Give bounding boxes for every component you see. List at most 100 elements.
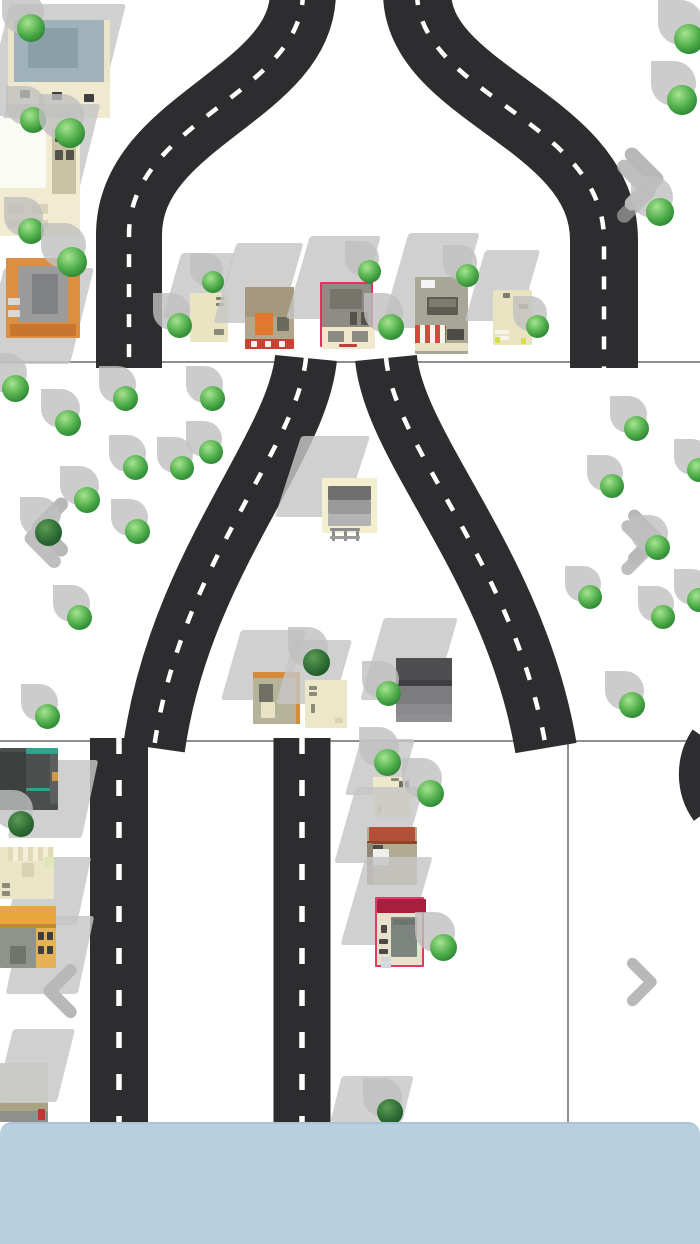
building-part [10, 946, 26, 964]
building-part [521, 338, 526, 344]
tree [122, 454, 148, 480]
building-part [47, 932, 53, 940]
building-part [396, 704, 452, 714]
tree-shadow [604, 671, 644, 711]
building-part [429, 299, 456, 307]
tree [202, 271, 224, 293]
building-part [8, 310, 20, 317]
building-truck-scaffold-building [322, 478, 377, 541]
tree-shadow [38, 94, 84, 139]
tree [20, 107, 46, 133]
building-part [339, 344, 357, 347]
tree-shadow [20, 683, 59, 721]
building-selected-crimson-building [375, 897, 426, 968]
tree-shadow [40, 389, 80, 429]
building-part [415, 343, 468, 351]
building-part [32, 220, 48, 228]
building-part [0, 1111, 48, 1122]
tree [578, 585, 602, 609]
building-part [405, 781, 409, 788]
tree-shadow [361, 660, 400, 698]
building-part [328, 486, 371, 500]
building-part [495, 336, 509, 340]
ground-shadow [330, 1076, 414, 1122]
tree-shadow [189, 253, 223, 287]
building-shadow [275, 640, 353, 704]
building-part [391, 917, 417, 957]
building-shop-striped-awning [415, 277, 468, 354]
building-part [38, 932, 44, 940]
building-part [52, 92, 62, 100]
tree [373, 748, 401, 776]
building-part [32, 204, 48, 214]
building-yellow-roof-building [0, 906, 56, 968]
building-part [26, 748, 58, 754]
tree [623, 415, 649, 441]
building-warehouse-khaki-orange [253, 672, 300, 724]
building-shadow [360, 618, 458, 700]
tree-shadow [512, 296, 548, 331]
building-shadow [0, 1029, 76, 1102]
page-left-chevron-icon[interactable] [24, 497, 72, 568]
tree-shadow [152, 292, 191, 330]
bottom-panel: START [0, 1122, 700, 1244]
building-part [371, 845, 383, 853]
building-orange-depot [6, 258, 80, 338]
building-part [20, 90, 30, 98]
building-part [352, 331, 368, 342]
tree-shadow [414, 911, 456, 953]
page-left-chevron-icon[interactable] [42, 962, 80, 1020]
tree-shadow [344, 241, 380, 276]
page-right-chevron-icon[interactable] [624, 957, 658, 1007]
tree-shadow [1, 0, 44, 34]
building-part [66, 150, 74, 160]
building-part [10, 324, 76, 336]
building-part [369, 827, 415, 843]
building-shadow [162, 253, 236, 318]
building-shadow [381, 233, 480, 328]
building-part [0, 1103, 48, 1111]
page-right-chevron-icon[interactable] [616, 147, 666, 223]
tree [8, 811, 34, 837]
road-segment [355, 353, 577, 754]
building-part [8, 82, 110, 118]
tree [651, 605, 675, 629]
building-part [330, 528, 360, 531]
tree-shadow [98, 365, 137, 403]
building-shadow [274, 436, 371, 517]
tree [55, 410, 81, 436]
building-part [379, 949, 388, 954]
building-shadow [213, 243, 304, 323]
building-part [214, 329, 224, 335]
building-part [367, 841, 417, 844]
building-part [261, 702, 275, 718]
tree-shadow [650, 61, 696, 106]
building-shadow [0, 104, 101, 236]
building-part [55, 150, 63, 160]
building-part [32, 274, 58, 314]
building-shop-cream-steps [493, 290, 532, 345]
building-part [309, 692, 317, 696]
tree-shadow [586, 454, 623, 491]
tree [66, 604, 92, 630]
building-shadow [6, 857, 92, 925]
building-part [393, 919, 415, 925]
building-part [296, 672, 300, 724]
building-warehouse-cream-ribbed [0, 847, 54, 899]
tree [302, 648, 330, 676]
building-part [26, 788, 50, 791]
building-shadow [464, 250, 541, 321]
tree [74, 487, 100, 513]
tree-shadow [637, 585, 674, 622]
tree [166, 312, 192, 338]
building-part [367, 843, 373, 885]
building-part [259, 684, 273, 702]
building-shop-brown-orange-door [245, 287, 294, 349]
page-right-chevron-icon[interactable] [621, 509, 664, 576]
building-part [216, 303, 224, 306]
tree [57, 247, 87, 277]
building-part [66, 132, 74, 142]
building-part [335, 718, 343, 723]
